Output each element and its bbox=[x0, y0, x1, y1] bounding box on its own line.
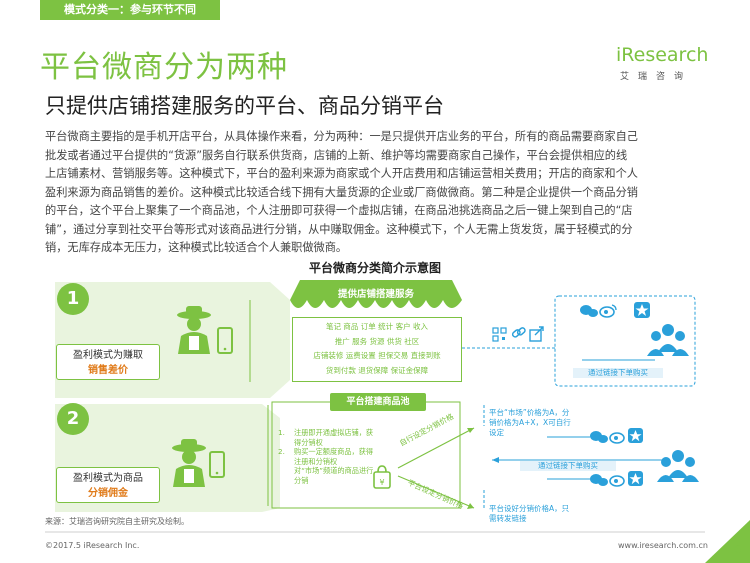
merchant-figure-icon bbox=[177, 306, 211, 354]
mode-number-2: 2 bbox=[57, 403, 89, 435]
services-row: 笔记 商品 订单 统计 客户 收入 bbox=[326, 322, 428, 331]
mode2-profit-box: 盈利模式为商品 分销佣金 bbox=[56, 467, 160, 503]
source-note: 来源：艾瑞咨询研究院自主研究及绘制。 bbox=[45, 517, 189, 526]
body-line: 上店铺素材、营销服务等。这种模式下，平台的盈利来源为商家或个人开店费用和店铺运营… bbox=[45, 167, 638, 180]
qzone-star-icon bbox=[634, 302, 650, 318]
store-label: 提供店铺搭建服务 bbox=[337, 289, 414, 300]
note-bottom: 平台设好分销价格A，只需转发链接 bbox=[489, 504, 570, 523]
wechat-icon-2 bbox=[590, 431, 608, 443]
section-tag: 模式分类一：参与环节不同 bbox=[40, 0, 220, 20]
iresearch-logo: iResearch 艾瑞咨询 bbox=[616, 44, 708, 82]
mode-number-1: 1 bbox=[57, 283, 89, 315]
pool-step: 2.购买一定额度商品，获得注册和分销权 bbox=[278, 447, 374, 466]
pool-step: 对“市场”频道的商品进行分销 bbox=[294, 466, 374, 485]
page-corner bbox=[705, 520, 750, 563]
arrow-up bbox=[397, 427, 475, 469]
qzone-star-icon-2 bbox=[628, 428, 643, 443]
qr-code-icon bbox=[492, 327, 507, 342]
pool-label: 平台搭建商品池 bbox=[330, 393, 426, 411]
body-line: 铺”，通过分享到社交平台等形式对该商品进行分销，从中赚取佣金。这种模式下，个人无… bbox=[45, 222, 633, 236]
buyers-group-icon-2 bbox=[657, 450, 699, 482]
store-awning-icon bbox=[290, 280, 462, 308]
buyer-box-1 bbox=[554, 295, 696, 387]
link-icon bbox=[511, 327, 526, 338]
wechat-icon bbox=[580, 305, 598, 317]
store-services-box: 笔记 商品 订单 统计 客户 收入 推广 服务 货源 供货 社区 店铺装修 运费… bbox=[292, 317, 462, 382]
share-icon bbox=[529, 326, 544, 342]
mode1-band bbox=[55, 282, 290, 398]
body-line: 的平台，这个平台上聚集了一个商品池，个人注册即可获得一个虚拟店铺，在商品池挑选商… bbox=[45, 204, 633, 217]
phone-icon-2 bbox=[209, 451, 225, 478]
body-paragraph: 平台微商主要指的是手机开店平台，从具体操作来看，分为两种：一是只提供开店业务的平… bbox=[45, 128, 710, 258]
wechat-icon-3 bbox=[590, 474, 608, 486]
mode1-profit-line2: 销售差价 bbox=[88, 365, 128, 376]
mode2-profit-line1: 盈利模式为商品 bbox=[73, 473, 143, 484]
buy-label-bg-1 bbox=[573, 368, 663, 378]
merchant-figure-icon-2 bbox=[172, 439, 206, 487]
buy-label-1: 通过链接下单购买 bbox=[588, 368, 648, 377]
logo-main-text: iResearch bbox=[616, 44, 709, 66]
services-row: 店铺装修 运费设置 担保交易 直接到账 bbox=[313, 351, 441, 360]
svg-text:¥: ¥ bbox=[379, 478, 384, 487]
page-number: 16 bbox=[727, 543, 741, 556]
mode2-profit-line2: 分销佣金 bbox=[88, 488, 128, 499]
weibo-icon bbox=[599, 304, 617, 318]
services-row: 货到付款 退货保障 保证金保障 bbox=[325, 365, 429, 375]
body-line: 盈利来源为商品销售的差价。这种模式比较适合线下拥有大量货源的企业或厂商做微商。第… bbox=[45, 185, 638, 199]
mode1-profit-box: 盈利模式为赚取 销售差价 bbox=[56, 344, 160, 380]
pool-steps: 1.注册即开通虚拟店铺，获得分销权 2.购买一定额度商品，获得注册和分销权 对“… bbox=[278, 428, 378, 486]
body-line: 批发或者通过平台提供的“货源”服务自行联系供货商，店铺的上新、维护等均需要商家自… bbox=[45, 148, 628, 162]
body-line: 销，无库存成本无压力，这种模式比较适合个人兼职做微商。 bbox=[45, 241, 348, 254]
qzone-star-icon-3 bbox=[628, 471, 643, 486]
buy-label-bg-2 bbox=[520, 461, 616, 471]
website-url: www.iresearch.com.cn bbox=[618, 541, 708, 550]
weibo-icon-2 bbox=[609, 432, 625, 444]
phone-icon bbox=[217, 327, 233, 354]
shopping-bag-icon: ¥ bbox=[373, 465, 391, 489]
pool-step: 1.注册即开通虚拟店铺，获得分销权 bbox=[278, 428, 374, 447]
buy-label-2: 通过链接下单购买 bbox=[538, 461, 598, 470]
buyers-group-icon bbox=[647, 324, 689, 356]
body-line: 平台微商主要指的是手机开店平台，从具体操作来看，分为两种：一是只提供开店业务的平… bbox=[45, 130, 638, 143]
page-title: 平台微商分为两种 bbox=[40, 50, 288, 85]
diagram-title: 平台微商分类简介示意图 bbox=[308, 261, 441, 275]
arrow-down bbox=[397, 475, 475, 509]
logo-sub-text: 艾瑞咨询 bbox=[620, 72, 693, 82]
copyright: ©2017.5 iResearch Inc. bbox=[45, 541, 140, 550]
mode1-profit-line1: 盈利模式为赚取 bbox=[73, 350, 143, 361]
note-top: 平台“市场”价格为A，分销价格为A+X，X可自行设定 bbox=[489, 408, 571, 437]
weibo-icon-3 bbox=[609, 475, 625, 487]
page-subtitle: 只提供店铺搭建服务的平台、商品分销平台 bbox=[45, 94, 444, 118]
services-row: 推广 服务 货源 供货 社区 bbox=[334, 336, 420, 346]
